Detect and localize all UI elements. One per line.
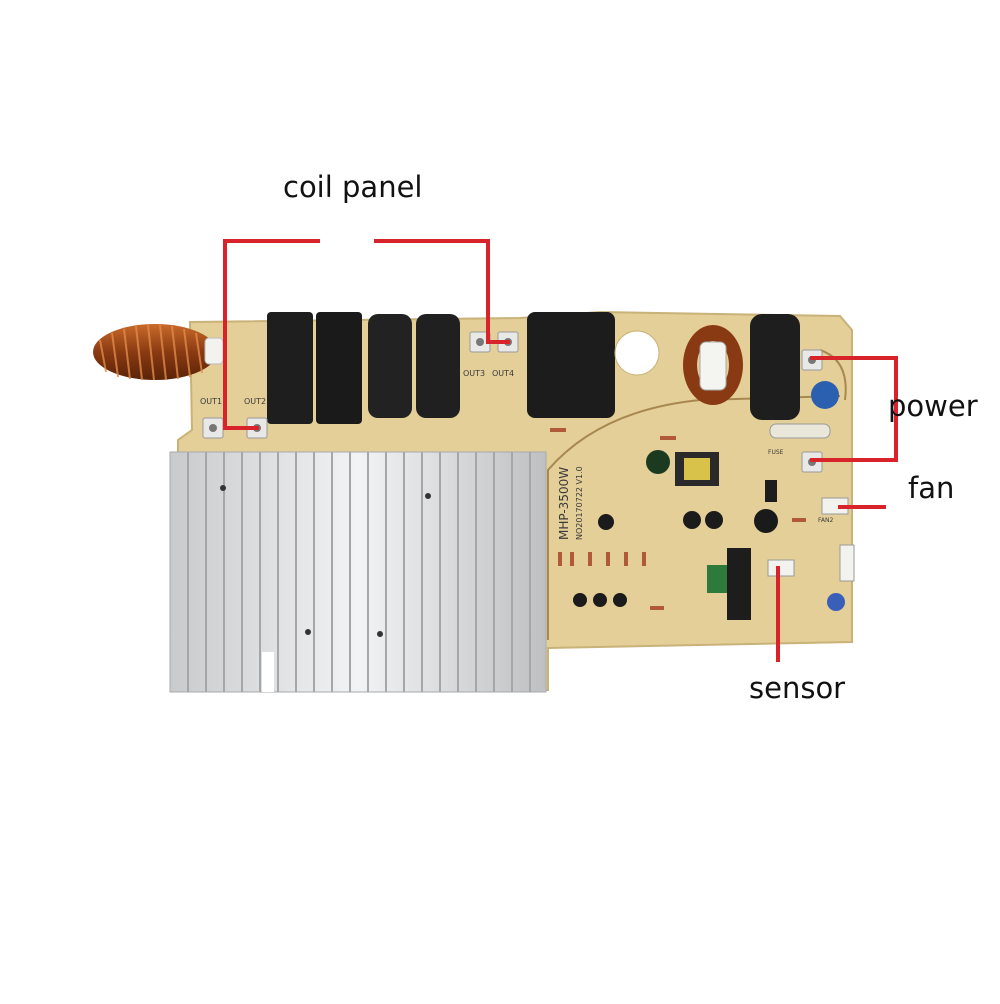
coil-pointer-left [223,239,320,430]
pcb-control-outline [547,395,841,640]
toroid-coil [93,324,224,381]
sensor-label: sensor [749,671,846,705]
revision-silkscreen: NO20170722 V1.0 [575,466,584,540]
fan-connector-label: FAN2 [818,517,833,524]
terminal-label-out2: OUT2 [244,397,266,406]
fuse [769,423,831,439]
mounting-hole [614,330,660,376]
heatsink [169,451,547,693]
pcb-outline-corner [819,349,847,401]
coil-pointer-right [374,239,510,344]
terminal-label-out1: OUT1 [200,397,222,406]
power-label: power [888,389,978,423]
fan-label: fan [908,471,955,505]
control-components [550,428,855,620]
power-pointer [810,356,898,462]
terminal-label-out3: OUT3 [463,369,485,378]
choke-coil [683,325,743,405]
power-capacitors [267,312,800,424]
model-silkscreen: MHP-3500W [557,467,571,540]
blue-capacitor [811,381,839,409]
fuse-label: FUSE [768,449,784,456]
annotation-pointers [223,239,898,662]
coil-panel-label: coil panel [283,170,423,204]
terminal-label-out4: OUT4 [492,369,514,378]
